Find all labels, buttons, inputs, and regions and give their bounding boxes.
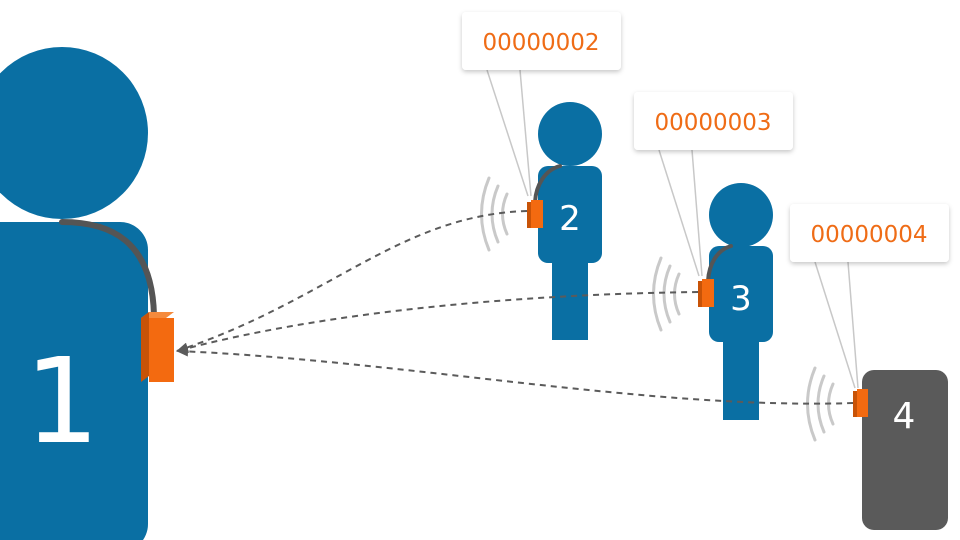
person-2-label: 2	[559, 199, 581, 239]
person-3-legs	[723, 337, 759, 420]
person-2-head	[538, 102, 602, 166]
arrow-from-tag-3	[176, 291, 699, 353]
device-4-tag	[853, 389, 868, 417]
person-1-lanyard	[59, 219, 157, 318]
device-4-label: 4	[893, 396, 916, 437]
callout-3-id-code: 00000003	[654, 110, 771, 136]
transmission-arrows	[176, 210, 854, 405]
callout-2-id-code: 00000002	[482, 30, 599, 56]
person-3-label: 3	[730, 279, 752, 319]
arrow-from-tag-4	[176, 346, 854, 405]
person-2-lanyard	[533, 164, 562, 204]
callout-3-pointer	[658, 149, 700, 277]
person-3-tag	[698, 279, 714, 307]
person-1-body	[0, 222, 148, 540]
person-2-tag	[527, 200, 543, 228]
callout-4-box	[790, 204, 949, 262]
callout-2-box	[462, 12, 621, 70]
person-1-head	[0, 47, 148, 219]
person-3: 3	[652, 183, 773, 420]
person-2-legs	[552, 258, 588, 340]
person-1-label: 1	[24, 332, 99, 470]
arrow-from-tag-2	[176, 210, 528, 353]
callout-2: 00000002	[462, 12, 621, 197]
person-2: 2	[480, 102, 602, 340]
person-1-tag	[141, 312, 174, 382]
person-3-signal-waves	[652, 256, 681, 332]
person-3-head	[709, 183, 773, 247]
person-3-body	[709, 246, 773, 342]
callout-3-box	[634, 92, 793, 150]
person-2-body	[538, 166, 602, 263]
callout-2-pointer	[486, 69, 529, 197]
person-2-signal-waves	[480, 176, 509, 252]
callout-4: 00000004	[790, 204, 949, 389]
person-3-lanyard	[706, 244, 733, 283]
device-4-body	[862, 370, 948, 530]
callout-4-pointer	[814, 261, 856, 389]
person-1: 1	[0, 47, 174, 540]
callout-4-id-code: 00000004	[810, 222, 927, 248]
callout-3: 00000003	[634, 92, 793, 277]
device-4: 4	[806, 366, 948, 530]
